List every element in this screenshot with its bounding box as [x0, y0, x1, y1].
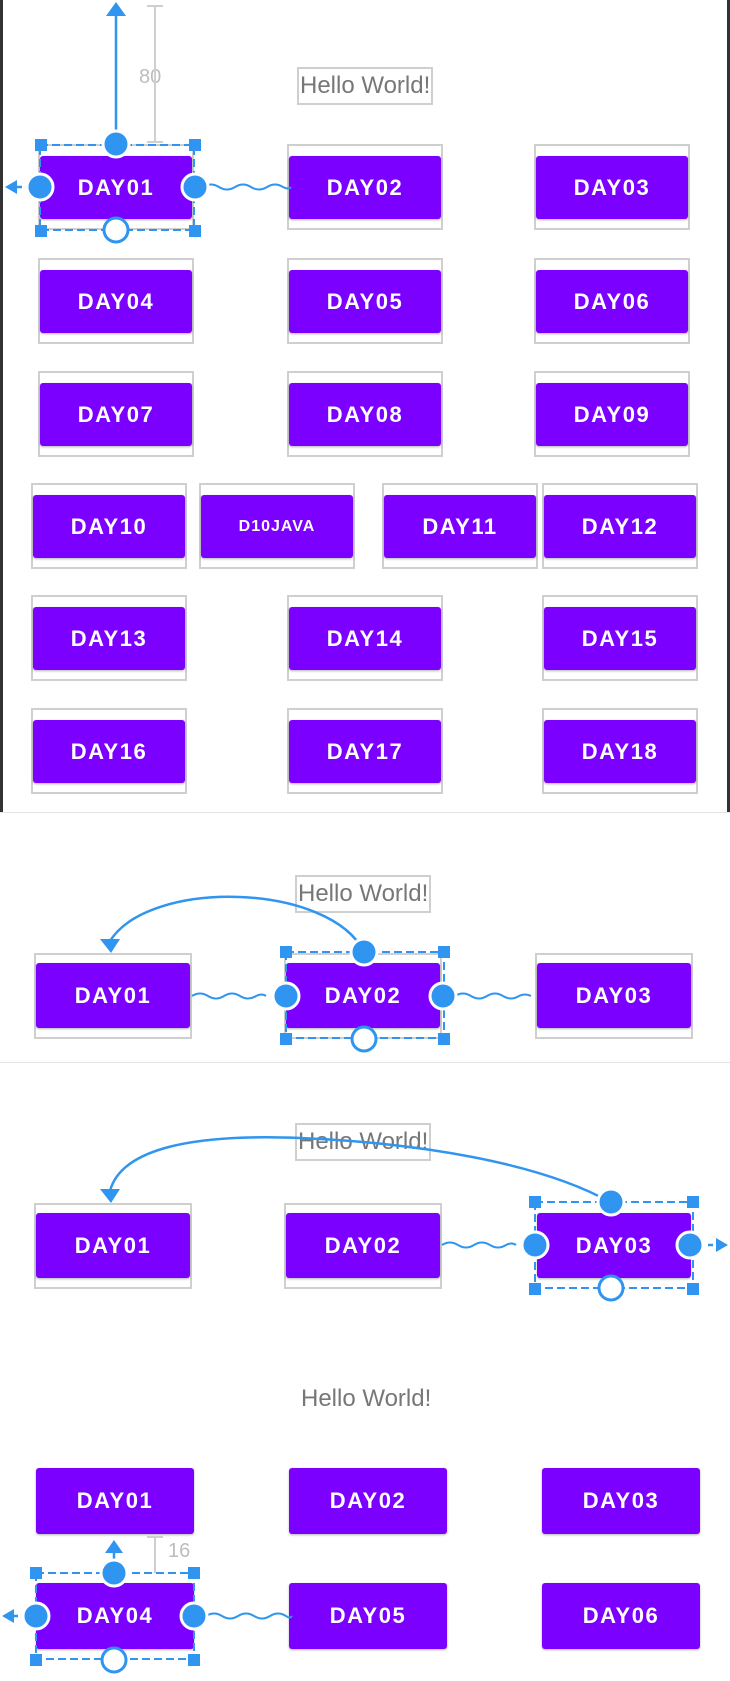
day02-button[interactable]: DAY02 [289, 1468, 447, 1534]
day15-button[interactable]: DAY15 [544, 607, 696, 670]
button-frame [534, 258, 690, 344]
button-frame [534, 144, 690, 230]
day03-button[interactable]: DAY03 [537, 1213, 691, 1278]
day10-button[interactable]: DAY10 [33, 495, 185, 558]
day01-button[interactable]: DAY01 [40, 156, 192, 219]
layout-editor-panel-4: Hello World! DAY01 DAY02 DAY03 DAY04 DAY… [0, 1313, 730, 1681]
day11-button[interactable]: DAY11 [384, 495, 536, 558]
button-frame [287, 708, 443, 794]
day09-button[interactable]: DAY09 [536, 383, 688, 446]
day04-button[interactable]: DAY04 [36, 1583, 194, 1649]
day07-button[interactable]: DAY07 [40, 383, 192, 446]
hello-world-text[interactable]: Hello World! [295, 1123, 432, 1161]
margin-label: 16 [168, 1540, 191, 1562]
hello-world-text[interactable]: Hello World! [297, 67, 434, 105]
day06-button[interactable]: DAY06 [536, 270, 688, 333]
d10java-button[interactable]: D10JAVA [201, 495, 353, 558]
button-frame [31, 708, 187, 794]
button-frame [38, 258, 194, 344]
day05-button[interactable]: DAY05 [289, 270, 441, 333]
button-frame [534, 371, 690, 457]
day14-button[interactable]: DAY14 [289, 607, 441, 670]
button-frame [31, 595, 187, 681]
day04-button[interactable]: DAY04 [40, 270, 192, 333]
layout-editor-panel-1: 80 Hello World! DAY01 DAY02 DAY03 DAY04 … [0, 0, 730, 812]
layout-editor-panel-2: Hello World! DAY01 DAY02 DAY03 [0, 813, 730, 1062]
hello-world-text[interactable]: Hello World! [301, 1385, 432, 1412]
layout-editor-panel-3: Hello World! DAY01 DAY02 DAY03 [0, 1063, 730, 1313]
day16-button[interactable]: DAY16 [33, 720, 185, 783]
button-frame [287, 595, 443, 681]
button-frame [287, 258, 443, 344]
hello-world-text[interactable]: Hello World! [295, 875, 432, 913]
margin-label: 80 [139, 66, 162, 88]
day12-button[interactable]: DAY12 [544, 495, 696, 558]
day13-button[interactable]: DAY13 [33, 607, 185, 670]
day03-button[interactable]: DAY03 [537, 963, 691, 1028]
button-frame [38, 371, 194, 457]
button-frame [542, 483, 698, 569]
button-frame [31, 483, 187, 569]
day05-button[interactable]: DAY05 [289, 1583, 447, 1649]
day18-button[interactable]: DAY18 [544, 720, 696, 783]
button-frame [542, 595, 698, 681]
button-frame [199, 483, 355, 569]
button-frame [287, 371, 443, 457]
day01-button[interactable]: DAY01 [36, 963, 190, 1028]
button-frame [382, 483, 538, 569]
button-frame [34, 953, 192, 1039]
day02-button[interactable]: DAY02 [286, 963, 440, 1028]
day06-button[interactable]: DAY06 [542, 1583, 700, 1649]
day03-button[interactable]: DAY03 [536, 156, 688, 219]
panel-divider [0, 1062, 730, 1063]
button-frame [34, 1203, 192, 1289]
day01-button[interactable]: DAY01 [36, 1468, 194, 1534]
day08-button[interactable]: DAY08 [289, 383, 441, 446]
panel-divider [0, 812, 730, 813]
day02-button[interactable]: DAY02 [289, 156, 441, 219]
day17-button[interactable]: DAY17 [289, 720, 441, 783]
button-frame [542, 708, 698, 794]
day01-button[interactable]: DAY01 [36, 1213, 190, 1278]
button-frame [535, 953, 693, 1039]
day03-button[interactable]: DAY03 [542, 1468, 700, 1534]
button-frame [284, 1203, 442, 1289]
day02-button[interactable]: DAY02 [286, 1213, 440, 1278]
